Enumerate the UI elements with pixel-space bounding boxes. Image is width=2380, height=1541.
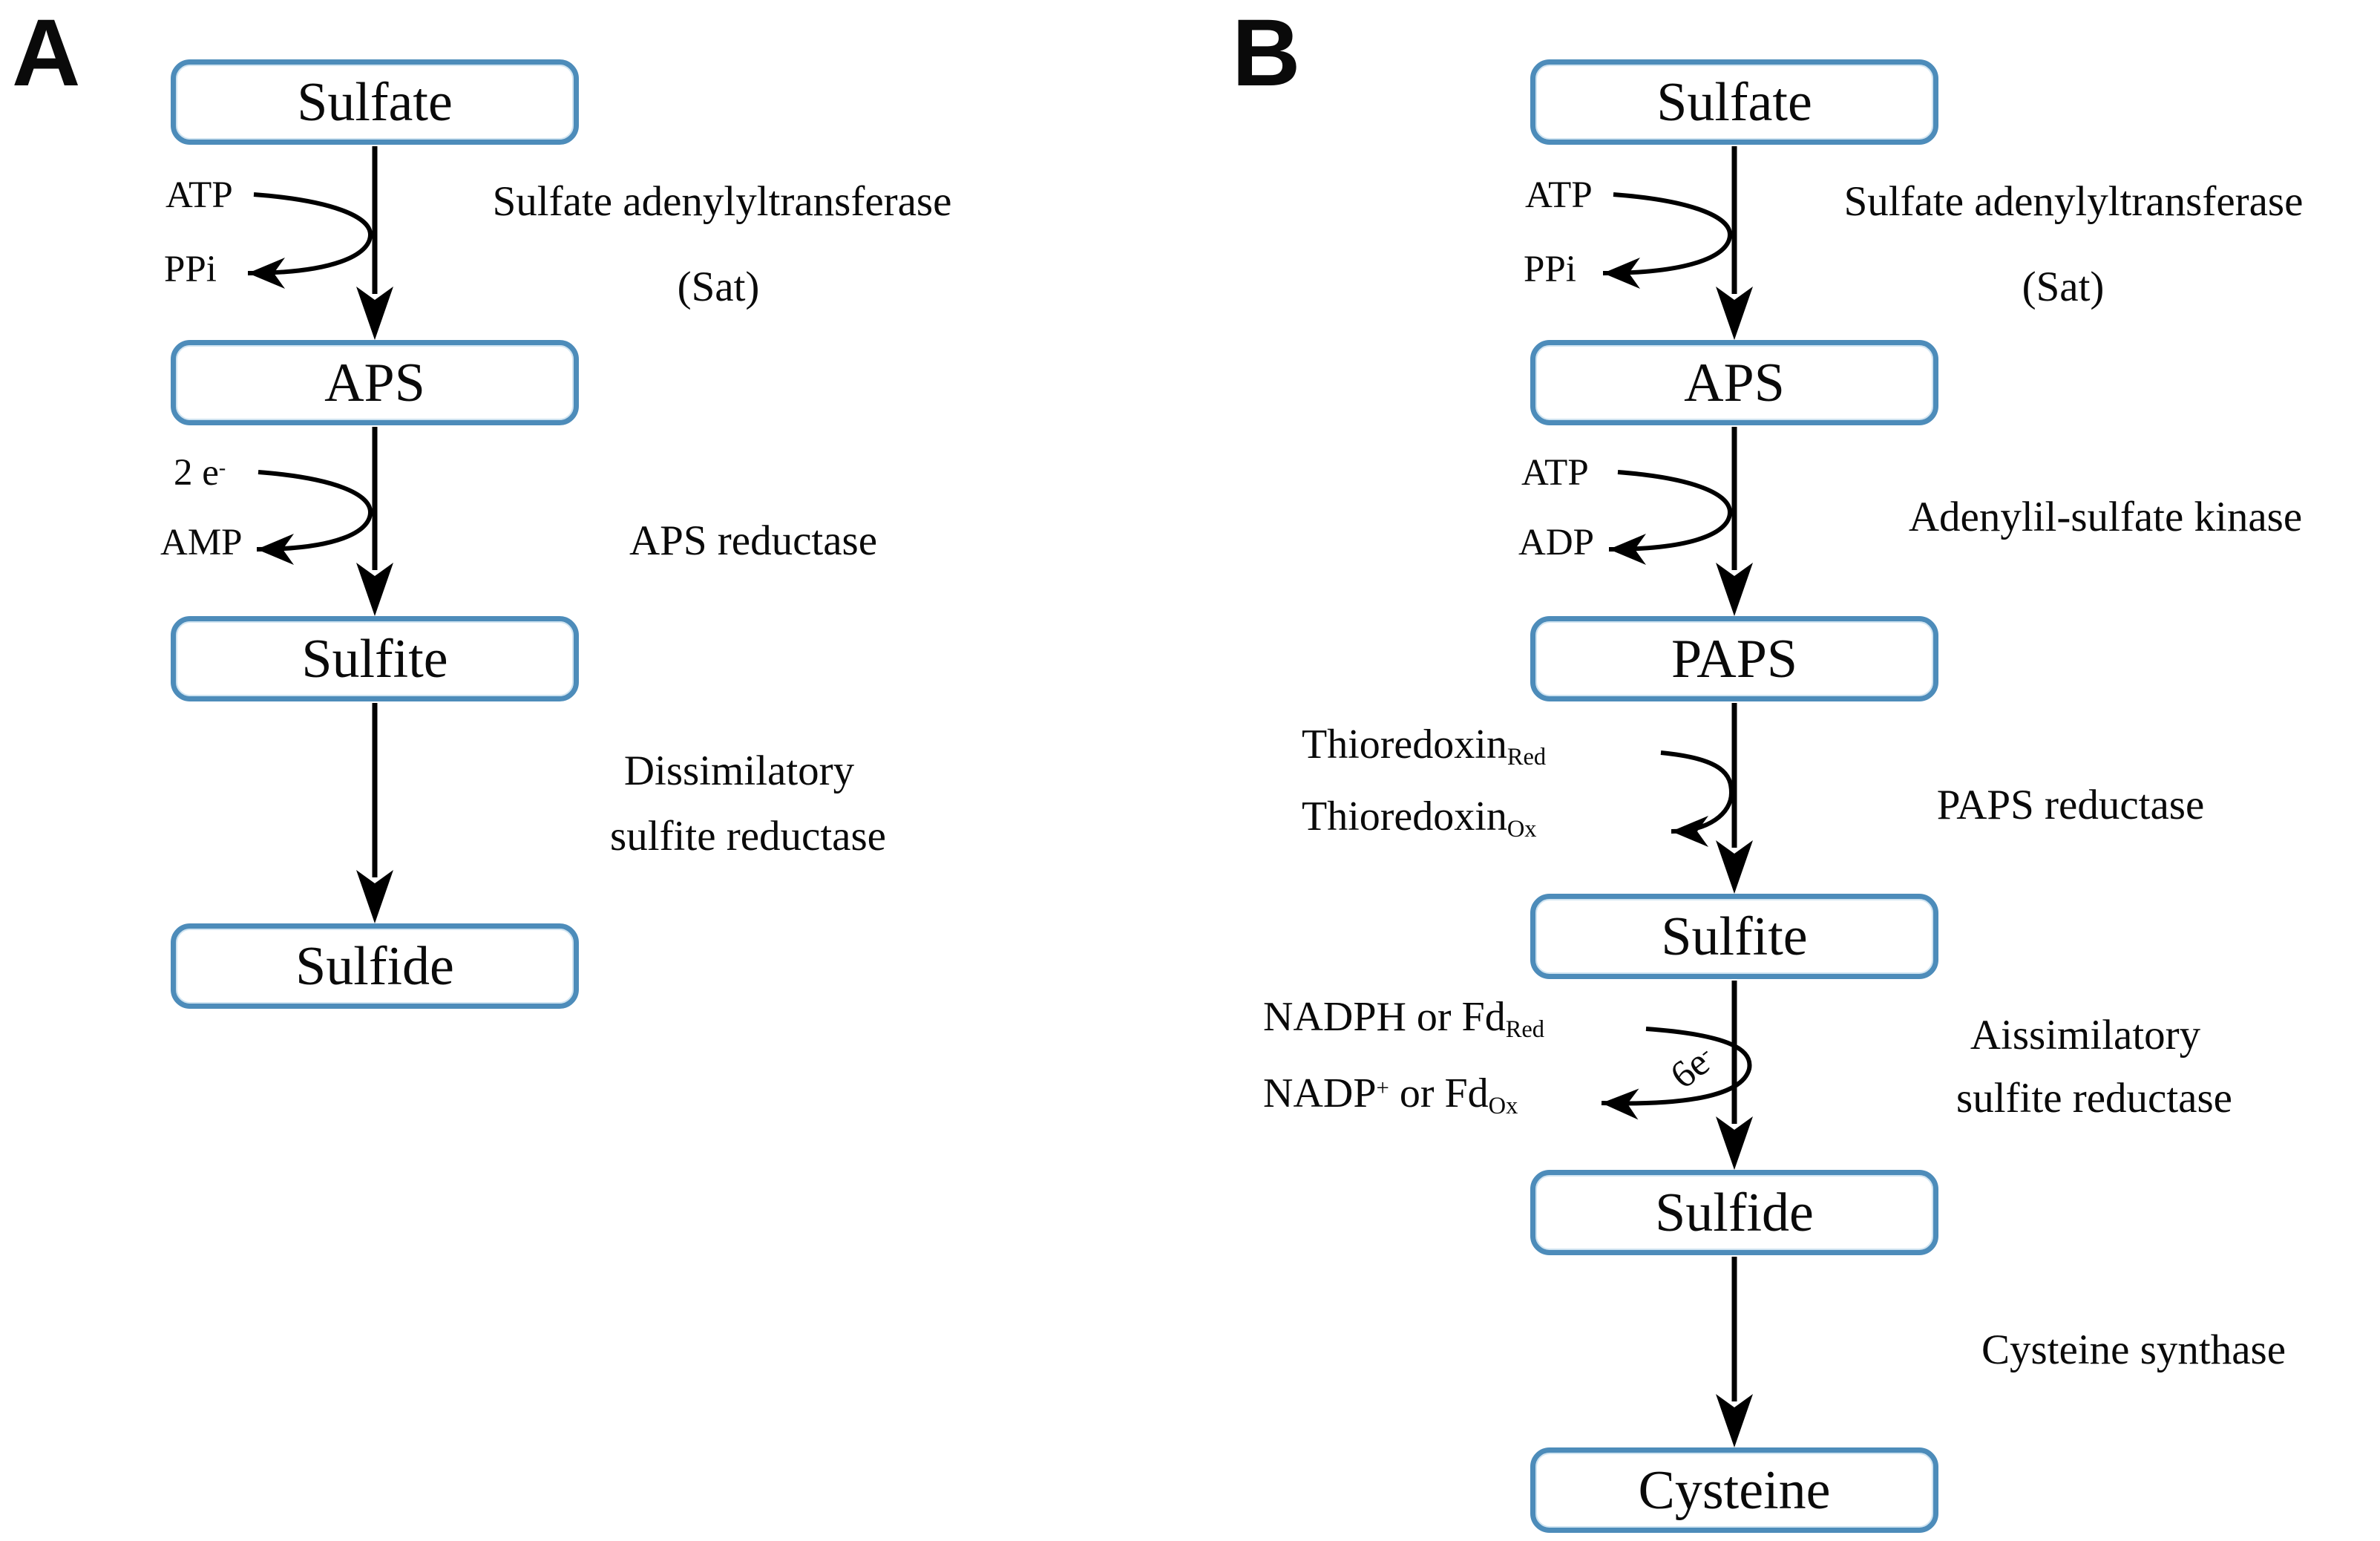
cofactor-b-nadp-fdox: NADP+ or FdOx — [1263, 1073, 1518, 1119]
cofactor-b-nadph-fdred-sub: Red — [1505, 1016, 1545, 1044]
cofactor-b-thioredoxin-ox-sub: Ox — [1507, 816, 1537, 843]
panel-b-label: B — [1232, 0, 1301, 106]
cofactor-a-2e-base: 2 e — [174, 452, 219, 494]
cofactor-b-adp: ADP — [1518, 522, 1595, 563]
enzyme-b-step2: Adenylil-sulfate kinase — [1908, 494, 2303, 540]
cofactor-b-atp1: ATP — [1525, 174, 1593, 216]
enzyme-b-step5: Cysteine synthase — [1981, 1326, 2286, 1373]
curve-a-atp-ppi — [247, 192, 373, 289]
enzyme-a-step1-line1: Sulfate adenylyltransferase — [492, 178, 952, 225]
cofactor-b-nadph-fdred: NADPH or FdRed — [1263, 996, 1544, 1042]
curve-b-thioredoxin — [1660, 750, 1734, 847]
enzyme-a-step3-line1: Dissimilatory — [623, 747, 855, 794]
node-a-sulfite: Sulfite — [171, 616, 579, 701]
cofactor-b-nadp-fdox-sup: + — [1376, 1075, 1389, 1101]
cofactor-b-thioredoxin-red-base: Thioredoxin — [1302, 722, 1507, 768]
cofactor-a-ppi: PPi — [164, 249, 217, 290]
node-b-cysteine-label: Cysteine — [1638, 1459, 1831, 1521]
enzyme-b-step3: PAPS reductase — [1936, 782, 2205, 828]
enzyme-b-step4-line1: Aissimilatory — [1970, 1012, 2201, 1059]
curve-a-2e-amp — [256, 470, 373, 565]
node-b-sulfite-label: Sulfite — [1661, 906, 1808, 967]
arrow-a-sulfite-to-sulfide — [356, 703, 393, 923]
arrow-b-sulfide-to-cysteine — [1716, 1257, 1753, 1447]
node-b-aps: APS — [1530, 340, 1938, 425]
arrow-a-aps-to-sulfite — [356, 427, 393, 616]
curve-b-atp-ppi — [1602, 192, 1733, 289]
node-b-sulfide-label: Sulfide — [1655, 1182, 1814, 1243]
node-b-sulfide: Sulfide — [1530, 1170, 1938, 1255]
arrow-b-aps-to-paps — [1716, 427, 1753, 616]
node-b-aps-label: APS — [1684, 352, 1785, 413]
curve-b-atp-adp — [1608, 470, 1733, 565]
cofactor-b-nadp-fdox-sub: Ox — [1488, 1093, 1518, 1120]
node-b-sulfate-label: Sulfate — [1656, 71, 1812, 133]
arrow-b-sulfite-to-sulfide — [1716, 981, 1753, 1170]
node-b-cysteine: Cysteine — [1530, 1447, 1938, 1533]
cofactor-b-thioredoxin-red: ThioredoxinRed — [1302, 724, 1546, 770]
node-a-aps-label: APS — [324, 352, 425, 413]
cofactor-b-atp2: ATP — [1521, 452, 1589, 494]
enzyme-b-step1-line1: Sulfate adenylyltransferase — [1843, 178, 2304, 225]
panel-a-label: A — [12, 0, 81, 106]
node-a-sulfite-label: Sulfite — [301, 628, 448, 690]
cofactor-b-thioredoxin-ox: ThioredoxinOx — [1302, 796, 1537, 842]
cofactor-b-nadph-fdred-base: NADPH or Fd — [1263, 994, 1506, 1040]
arrow-b-sulfate-to-aps — [1716, 146, 1753, 340]
node-a-sulfide-label: Sulfide — [295, 935, 454, 997]
cofactor-a-amp: AMP — [160, 522, 243, 563]
enzyme-a-step3-line2: sulfite reductase — [610, 813, 886, 860]
cofactor-a-2e-sup: - — [218, 456, 226, 480]
curve-b-nadph-nadp — [1601, 1027, 1752, 1120]
node-a-aps: APS — [171, 340, 579, 425]
node-b-paps: PAPS — [1530, 616, 1938, 701]
enzyme-a-step1-line2: (Sat) — [677, 264, 760, 310]
cofactor-b-ppi: PPi — [1524, 249, 1576, 290]
enzyme-a-step2: APS reductase — [629, 517, 878, 564]
node-a-sulfate: Sulfate — [171, 59, 579, 145]
enzyme-b-step1-line2: (Sat) — [2022, 264, 2105, 310]
node-a-sulfate-label: Sulfate — [297, 71, 453, 133]
cofactor-b-thioredoxin-ox-base: Thioredoxin — [1302, 794, 1507, 840]
arrow-b-paps-to-sulfite — [1716, 703, 1753, 894]
cofactor-a-atp: ATP — [165, 174, 233, 216]
cofactor-b-nadp-fdox-base1: NADP — [1263, 1070, 1377, 1116]
cofactor-a-2e: 2 e- — [174, 454, 226, 492]
cofactor-b-thioredoxin-red-sub: Red — [1507, 744, 1547, 771]
node-b-paps-label: PAPS — [1671, 628, 1798, 690]
node-b-sulfate: Sulfate — [1530, 59, 1938, 145]
node-b-sulfite: Sulfite — [1530, 894, 1938, 979]
node-a-sulfide: Sulfide — [171, 923, 579, 1009]
cofactor-b-nadp-fdox-base2: or Fd — [1389, 1070, 1489, 1116]
arrow-a-sulfate-to-aps — [356, 146, 393, 340]
enzyme-b-step4-line2: sulfite reductase — [1956, 1075, 2232, 1122]
